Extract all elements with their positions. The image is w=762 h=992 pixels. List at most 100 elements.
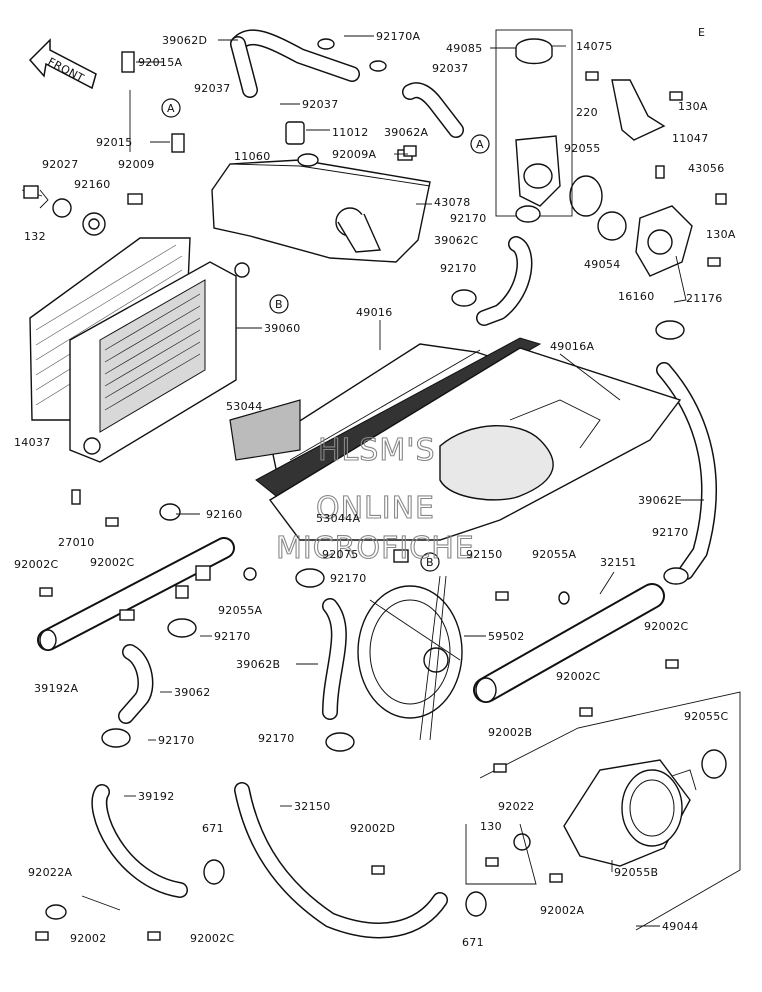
part-label: 11047 [672,132,709,145]
part-label: 39062A [384,126,428,139]
watermark-line-1: HLSM'S [318,433,436,468]
part-label: 92037 [194,82,231,95]
part-label: 92170 [440,262,477,275]
part-label: 49085 [446,42,483,55]
svg-text:B: B [426,556,434,569]
reservoir-tank [211,159,431,263]
part-label: 92015A [138,56,182,69]
part-label: 39062B [236,658,280,671]
watermark: HLSM'S ONLINE MICROFICHE [275,432,475,566]
part-label: 671 [462,936,484,949]
part-label: 92022A [28,866,72,879]
part-label: 39192A [34,682,78,695]
part-label: 130A [706,228,736,241]
part-label: 92170 [258,732,295,745]
part-labels: 39062D 92170A 49085 14075 92015A 92037 9… [14,30,736,949]
part-label: 11012 [332,126,369,139]
part-label: 39062 [174,686,211,699]
part-label: 53044 [226,400,263,413]
part-label: 92027 [42,158,79,171]
part-label: 92002 [70,932,107,945]
part-label: 92160 [206,508,243,521]
air-deflectors [229,337,682,541]
part-label: 32151 [600,556,637,569]
part-label: 14037 [14,436,51,449]
front-arrow: FRONT [28,38,97,90]
part-label: 220 [576,106,598,119]
hoses [91,29,717,939]
part-label: 92055A [532,548,576,561]
part-label: 92170A [376,30,420,43]
part-label: 132 [24,230,46,243]
hose-clamps [45,38,727,920]
bolts [35,71,683,941]
part-label: 92037 [432,62,469,75]
part-label: 43056 [688,162,725,175]
part-label: 92160 [74,178,111,191]
part-label: 92075 [322,548,359,561]
svg-text:A: A [476,138,484,151]
part-label: 39060 [264,322,301,335]
part-label: 39062D [162,34,207,47]
watermark-line-2: ONLINE [316,491,435,526]
leader-lines [81,35,704,927]
lower-left-pipe [37,537,235,651]
coolant-pipe [473,583,665,703]
part-label: 14075 [576,40,613,53]
filler-neck [495,29,573,217]
part-label: 59502 [488,630,525,643]
water-pump [465,691,741,931]
part-label: 92002C [90,556,134,569]
part-label: 49016A [550,340,594,353]
part-label: 92002C [14,558,58,571]
part-label: 92022 [498,800,535,813]
part-label: 39192 [138,790,175,803]
part-label: 92150 [466,548,503,561]
radiator-core [69,261,250,463]
part-label: 92170 [330,572,367,585]
part-label: 92015 [96,136,133,149]
cooling-fan [357,575,463,741]
part-label: 43078 [434,196,471,209]
part-label: 92037 [302,98,339,111]
part-label: 49044 [662,920,699,933]
ref-marker-b2: B [420,552,440,572]
part-label: 92002A [540,904,584,917]
ref-marker-a1: A [161,98,181,118]
ref-marker-a2: A [470,134,490,154]
ref-marker-b1: B [269,294,289,314]
part-label: 21176 [686,292,723,305]
part-label: 92170 [652,526,689,539]
part-label: 92002C [190,932,234,945]
part-label: 39062E [638,494,682,507]
svg-text:A: A [167,102,175,115]
part-label: 27010 [58,536,95,549]
part-label: 92170 [158,734,195,747]
part-label: 92170 [214,630,251,643]
part-label: 49016 [356,306,393,319]
part-label: 92002C [644,620,688,633]
small-parts-top [21,51,413,236]
part-label: 92009A [332,148,376,161]
svg-text:B: B [275,298,283,311]
part-label: 16160 [618,290,655,303]
part-label: 92055C [684,710,728,723]
thermostat-housing [569,79,727,303]
part-label: 130 [480,820,502,833]
part-label: 130A [678,100,708,113]
part-label: 92055B [614,866,658,879]
part-label: 92002B [488,726,532,739]
part-label: 53044A [316,512,360,525]
part-label: 92002D [350,822,395,835]
corner-mark: E [698,26,705,39]
part-label: 32150 [294,800,331,813]
part-label: 92002C [556,670,600,683]
part-label: 92055A [218,604,262,617]
part-label: 92009 [118,158,155,171]
part-label: 49054 [584,258,621,271]
watermark-line-3: MICROFICHE [276,531,475,566]
part-label: 92170 [450,212,487,225]
part-label: 671 [202,822,224,835]
part-label: 92055 [564,142,601,155]
